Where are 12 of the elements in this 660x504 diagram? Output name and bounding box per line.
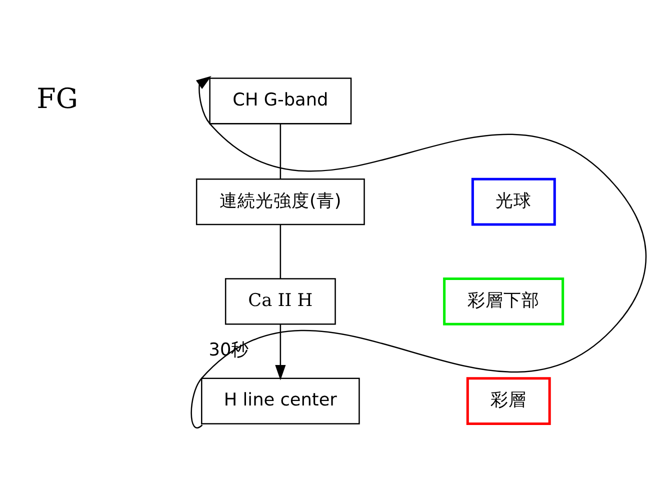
node-box: CH G-band — [209, 77, 352, 124]
node-box: 彩層下部 — [443, 277, 564, 325]
node-box: 連続光強度(青) — [196, 178, 365, 225]
arrow — [190, 75, 646, 426]
node-box: Ca II H — [224, 278, 336, 324]
connector — [280, 124, 282, 178]
arrow — [275, 324, 286, 380]
label: FG — [36, 82, 78, 115]
node-box: 光球 — [471, 177, 556, 226]
connector — [280, 224, 282, 278]
node-box: H line center — [201, 377, 360, 424]
node-box: 彩層 — [466, 376, 551, 424]
